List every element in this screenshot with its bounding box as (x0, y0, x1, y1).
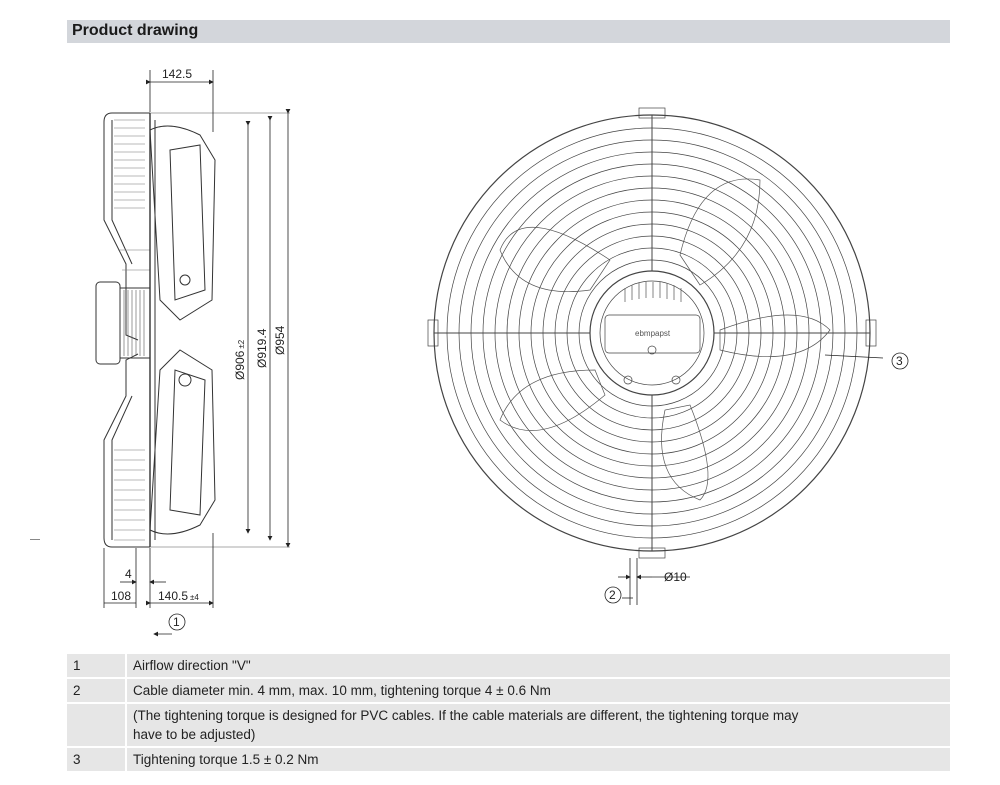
dim-108: 108 (111, 589, 131, 603)
front-dimensions (618, 354, 884, 605)
callout-2: 2 (604, 586, 622, 604)
svg-text:2: 2 (609, 588, 616, 602)
side-blade-lower (149, 349, 216, 535)
table-row: 1 Airflow direction "V" (67, 654, 950, 677)
mount-foot-top (638, 107, 666, 119)
dim-d906: Ø906±2 (233, 339, 247, 380)
margin-mark (30, 539, 40, 540)
svg-text:3: 3 (896, 354, 903, 368)
front-blades (499, 178, 831, 501)
table-row: 3 Tightening torque 1.5 ± 0.2 Nm (67, 748, 950, 771)
side-dimensions (103, 70, 291, 637)
notes-table: 1 Airflow direction "V" 2 Cable diameter… (67, 652, 950, 773)
section-header: Product drawing (67, 20, 950, 43)
note-text: Cable diameter min. 4 mm, max. 10 mm, ti… (125, 679, 950, 702)
note-text: Tightening torque 1.5 ± 0.2 Nm (125, 748, 950, 771)
side-blade-upper (149, 125, 216, 321)
table-row: 2 Cable diameter min. 4 mm, max. 10 mm, … (67, 679, 950, 702)
dim-hole-d10: Ø10 (664, 570, 687, 584)
dim-d919-4: Ø919.4 (255, 328, 269, 368)
dim-142-5: 142.5 (162, 67, 192, 81)
note-number: 3 (67, 748, 125, 771)
note-number: 2 (67, 679, 125, 702)
dim-140-5: 140.5±4 (158, 589, 199, 603)
callout-1: 1 (168, 613, 186, 631)
svg-text:1: 1 (173, 615, 180, 629)
callout-3: 3 (891, 352, 909, 370)
note-number: 1 (67, 654, 125, 677)
side-motor (95, 281, 121, 365)
dim-d954: Ø954 (273, 325, 287, 355)
note-number (67, 704, 125, 746)
mount-foot-right (865, 319, 877, 347)
brand-label: ebmpapst (635, 329, 671, 338)
dim-4: 4 (125, 567, 132, 581)
note-text: (The tightening torque is designed for P… (125, 704, 950, 746)
section-title: Product drawing (72, 22, 199, 39)
product-drawing: 142.5 Ø906±2 Ø919.4 Ø954 4 108 140.5±4 1 (95, 67, 909, 637)
side-guard-rings (114, 119, 150, 541)
note-text: Airflow direction "V" (125, 654, 950, 677)
side-view (95, 112, 290, 548)
side-guard-outline-lower (103, 353, 150, 548)
table-row: (The tightening torque is designed for P… (67, 704, 950, 746)
front-view (427, 107, 877, 559)
mount-foot-left (427, 319, 439, 347)
mount-foot-bottom (638, 547, 666, 559)
side-guard-outline (103, 112, 150, 341)
motor-hub (589, 270, 715, 396)
